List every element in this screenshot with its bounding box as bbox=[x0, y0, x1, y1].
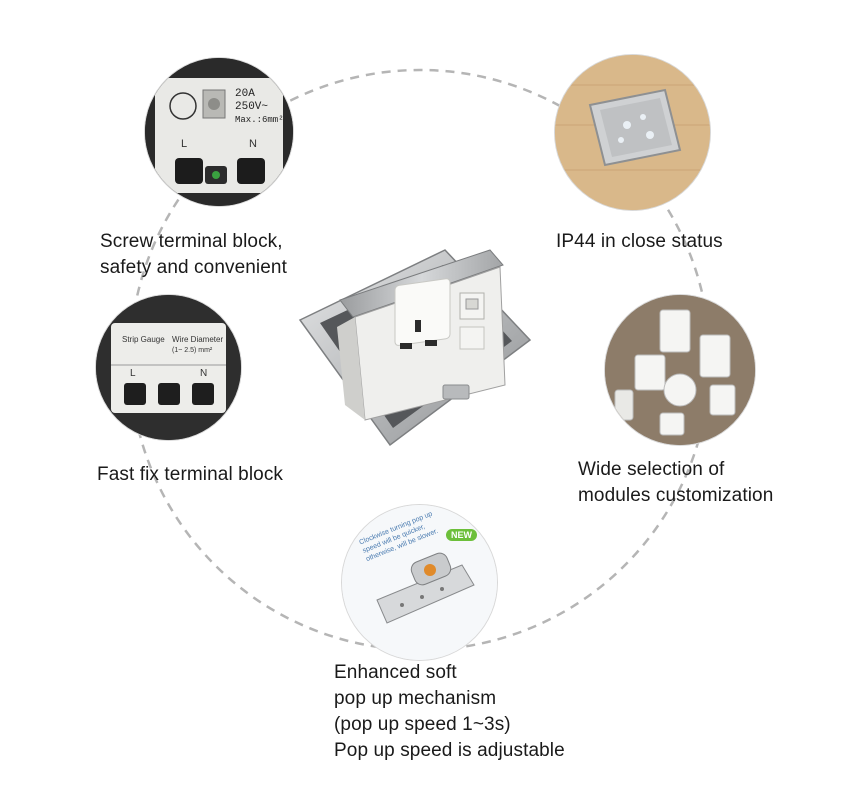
wire-range-text: (1~ 2.5) mm² bbox=[172, 347, 213, 354]
screw-terminal-image: 20A 250V~ Max.:6mm² L N bbox=[145, 58, 293, 206]
fastfix-label-n: N bbox=[200, 368, 208, 379]
strip-gauge-text: Strip Gauge bbox=[122, 335, 165, 344]
screw-terminal-caption: Screw terminal block, safety and conveni… bbox=[100, 231, 287, 278]
fast-fix-terminal-image: Strip Gauge Wire Diameter (1~ 2.5) mm² L… bbox=[96, 295, 241, 440]
modules-caption: Wide selection of modules customization bbox=[578, 459, 774, 506]
rating-text: 20A 250V~ Max.:6mm² bbox=[235, 88, 284, 125]
terminal-label-n: N bbox=[249, 138, 257, 150]
new-badge: NEW bbox=[446, 529, 477, 541]
floor-socket-image bbox=[298, 249, 532, 447]
mechanism-caption: Enhanced soft pop up mechanism (pop up s… bbox=[334, 662, 565, 761]
fast-fix-caption: Fast fix terminal block bbox=[97, 464, 284, 485]
wire-diameter-text: Wire Diameter bbox=[172, 335, 224, 344]
ip44-lid-image bbox=[555, 55, 710, 210]
ip44-caption: IP44 in close status bbox=[556, 231, 723, 252]
fastfix-label-l: L bbox=[130, 368, 136, 379]
mechanism-image: NEW Clockwise turning pop up speed will … bbox=[342, 505, 497, 660]
modules-image bbox=[605, 295, 755, 445]
terminal-label-l: L bbox=[181, 138, 188, 150]
